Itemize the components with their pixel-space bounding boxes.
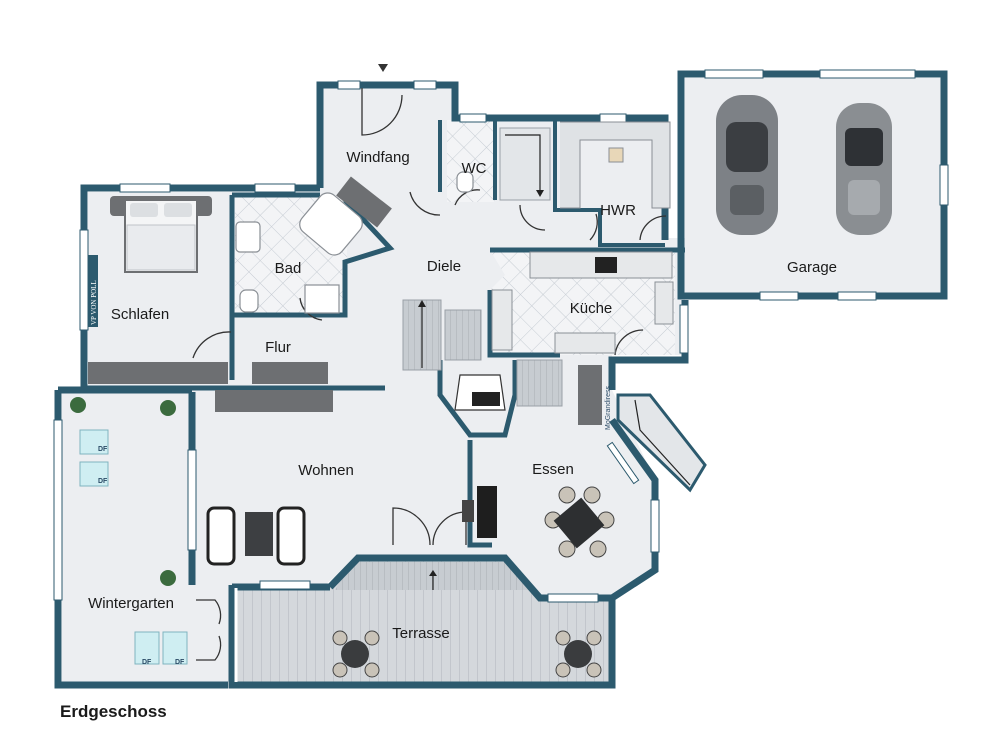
room-label-wintergarten: Wintergarten <box>88 595 174 612</box>
car-icon <box>716 95 778 235</box>
room-label-bad: Bad <box>275 260 302 277</box>
room-label-schlafen: Schlafen <box>111 306 169 323</box>
sofa-set <box>206 506 306 566</box>
kitchen-fixtures <box>491 251 674 354</box>
skylight-label: DF <box>175 659 185 666</box>
wardrobes <box>88 362 602 425</box>
room-label-windfang: Windfang <box>346 149 409 166</box>
skylight-label: DF <box>98 446 108 453</box>
room-label-kueche: Küche <box>570 300 613 317</box>
room-label-terrasse: Terrasse <box>392 625 450 642</box>
staircase <box>402 127 707 493</box>
dining-table <box>544 486 615 558</box>
skylight-label: DF <box>98 478 108 485</box>
room-labels: Windfang WC HWR Garage Bad Diele Küche S… <box>88 149 837 642</box>
room-label-diele: Diele <box>427 258 461 275</box>
doors <box>192 64 667 682</box>
room-label-essen: Essen <box>532 461 574 478</box>
fireplace <box>454 374 506 411</box>
entrance-arrow-icon <box>378 64 388 72</box>
room-label-wc: WC <box>462 160 487 177</box>
room-label-garage: Garage <box>787 259 837 276</box>
skylight-labels: DF DF DF DF <box>98 446 185 666</box>
convertible-icon <box>836 103 892 235</box>
terrace-tables <box>332 630 602 678</box>
skylights <box>79 429 188 665</box>
floor-caption: Erdgeschoss <box>60 702 167 721</box>
plant-icon <box>70 397 176 586</box>
skylight-label: DF <box>142 659 152 666</box>
bath-fixtures <box>235 171 474 314</box>
windows <box>53 69 949 603</box>
svg-text:VP VON POLL: VP VON POLL <box>90 280 98 325</box>
piano <box>462 486 497 538</box>
hwr-fixtures <box>560 121 671 209</box>
bed <box>110 196 212 273</box>
logo: VP VON POLL <box>88 255 98 327</box>
room-label-flur: Flur <box>265 339 291 356</box>
appliance-label: MoGrandiress <box>605 386 612 430</box>
room-label-hwr: HWR <box>600 202 636 219</box>
room-label-wohnen: Wohnen <box>298 462 354 479</box>
